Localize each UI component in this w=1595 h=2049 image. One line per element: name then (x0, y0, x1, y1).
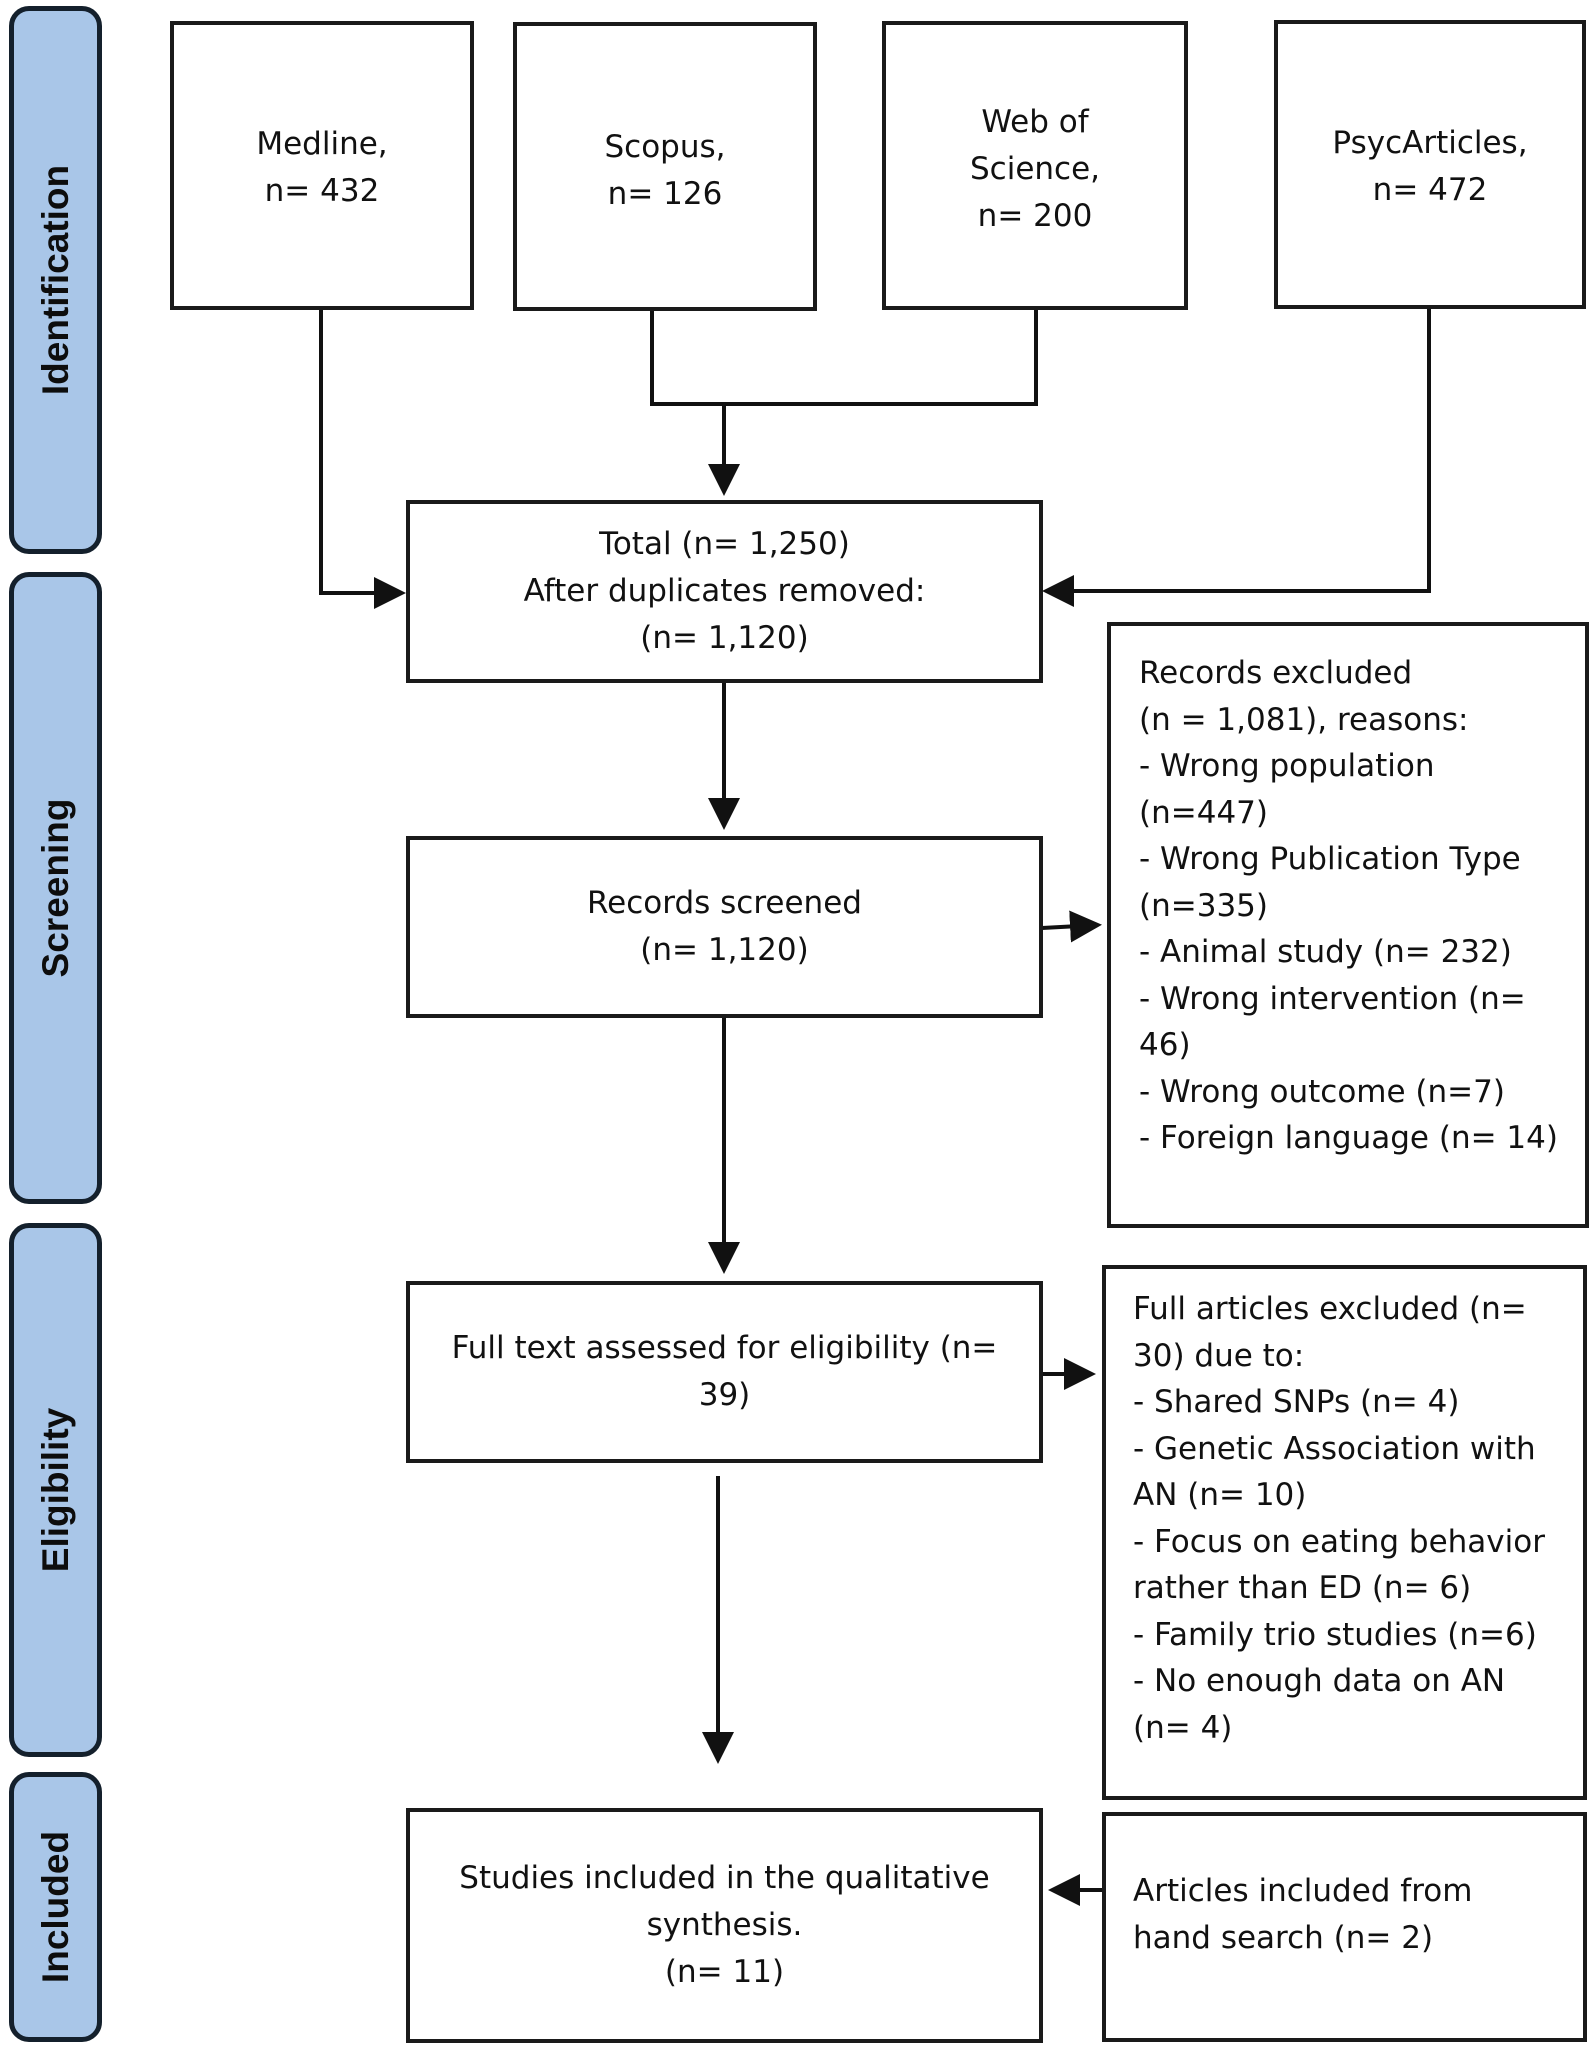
records-screened-line-2: (n= 1,120) (640, 932, 809, 968)
records-excluded-line-10: - Wrong outcome (n=7) (1139, 1073, 1505, 1110)
connector-scopus-wos-merge (650, 308, 1038, 406)
hand-search-line-1: Articles included from (1133, 1873, 1473, 1909)
stage-identification-label: Identification (34, 164, 76, 396)
studies-included-line-1: Studies included in the qualitative (459, 1860, 990, 1896)
connector-screened-to-excluded (1041, 910, 1102, 943)
full-excluded-line-1: Full articles excluded (n= (1133, 1291, 1527, 1327)
source-web-of-science-box: Web of Science, n= 200 (882, 21, 1188, 310)
source-psycarticles-box: PsycArticles, n= 472 (1274, 20, 1586, 309)
full-excluded-line-2: 30) due to: (1133, 1337, 1305, 1374)
stage-eligibility-label: Eligibility (34, 1407, 76, 1573)
source-psycarticles-line-2: n= 472 (1372, 172, 1488, 208)
records-excluded-line-11: - Foreign language (n= 14) (1139, 1120, 1558, 1156)
records-excluded-line-8: - Wrong intervention (n= (1139, 980, 1526, 1017)
total-box: Total (n= 1,250) After duplicates remove… (406, 500, 1043, 683)
full-excluded-line-5: AN (n= 10) (1133, 1477, 1307, 1513)
records-excluded-line-9: 46) (1139, 1027, 1191, 1063)
total-line-2: After duplicates removed: (523, 573, 926, 609)
records-excluded-line-4: (n=447) (1139, 794, 1268, 831)
full-excluded-line-7: rather than ED (n= 6) (1133, 1570, 1472, 1606)
connector-psycarticles-to-total (1042, 308, 1431, 607)
fulltext-assessed-box: Full text assessed for eligibility (n= 3… (406, 1281, 1043, 1463)
full-excluded-line-4: - Genetic Association with (1133, 1430, 1536, 1467)
full-articles-excluded-box: Full articles excluded (n= 30) due to: -… (1102, 1265, 1587, 1800)
source-medline-line-1: Medline, (256, 126, 388, 162)
studies-included-line-2: synthesis. (646, 1907, 803, 1943)
source-scopus-line-2: n= 126 (607, 176, 723, 212)
records-screened-box: Records screened (n= 1,120) (406, 836, 1043, 1018)
source-scopus-box: Scopus, n= 126 (513, 22, 817, 311)
total-line-1: Total (n= 1,250) (599, 526, 850, 562)
total-line-3: (n= 1,120) (640, 620, 809, 656)
records-excluded-line-3: - Wrong population (1139, 748, 1435, 784)
source-psycarticles-line-1: PsycArticles, (1332, 125, 1528, 161)
stage-included: Included (9, 1772, 102, 2042)
source-scopus-line-1: Scopus, (604, 129, 726, 165)
records-screened-line-1: Records screened (587, 885, 862, 921)
source-web-of-science-line-1: Web of (981, 104, 1089, 140)
stage-screening: Screening (9, 572, 102, 1204)
full-excluded-line-10: (n= 4) (1133, 1709, 1233, 1746)
hand-search-line-2: hand search (n= 2) (1133, 1919, 1434, 1956)
records-excluded-line-7: - Animal study (n= 232) (1139, 934, 1512, 970)
source-medline-line-2: n= 432 (264, 173, 380, 209)
source-web-of-science-line-2: Science, (969, 151, 1101, 187)
full-excluded-line-8: - Family trio studies (n=6) (1133, 1616, 1537, 1653)
studies-included-line-3: (n= 11) (664, 1954, 785, 1990)
stage-identification: Identification (9, 6, 102, 554)
stage-included-label: Included (34, 1830, 76, 1984)
fulltext-assessed-line-2: 39) (698, 1377, 751, 1413)
records-excluded-box: Records excluded (n = 1,081), reasons: -… (1107, 622, 1589, 1228)
source-medline-box: Medline, n= 432 (170, 21, 474, 310)
full-excluded-line-6: - Focus on eating behavior (1133, 1523, 1545, 1560)
full-excluded-line-9: - No enough data on AN (1133, 1663, 1506, 1699)
connector-medline-to-total (319, 308, 406, 609)
stage-eligibility: Eligibility (9, 1223, 102, 1757)
studies-included-box: Studies included in the qualitative synt… (406, 1808, 1043, 2043)
source-web-of-science-line-3: n= 200 (977, 198, 1093, 234)
stage-screening-label: Screening (34, 798, 76, 978)
records-excluded-line-1: Records excluded (1139, 655, 1413, 691)
fulltext-assessed-line-1: Full text assessed for eligibility (n= (451, 1330, 998, 1366)
hand-search-box: Articles included from hand search (n= 2… (1102, 1812, 1587, 2042)
full-excluded-line-3: - Shared SNPs (n= 4) (1133, 1384, 1460, 1420)
records-excluded-line-6: (n=335) (1139, 887, 1268, 924)
records-excluded-line-2: (n = 1,081), reasons: (1139, 701, 1469, 738)
records-excluded-line-5: - Wrong Publication Type (1139, 841, 1521, 877)
